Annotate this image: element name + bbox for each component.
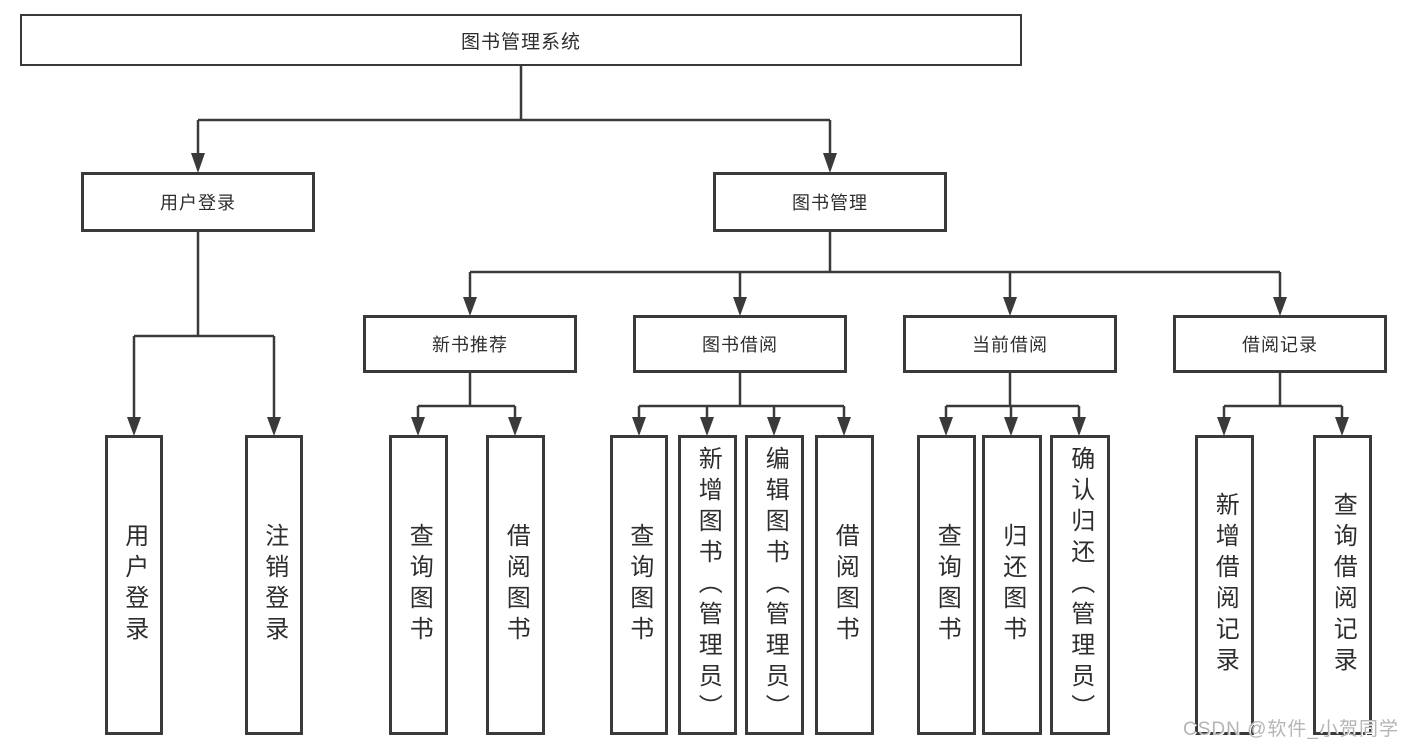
leaf-query-books-current: 查询图书 bbox=[917, 435, 976, 735]
node-current-borrowing: 当前借阅 bbox=[903, 315, 1117, 373]
leaf-add-borrow-record: 新增借阅记录 bbox=[1195, 435, 1254, 735]
leaf-logout: 注销登录 bbox=[245, 435, 303, 735]
leaf-add-books-admin: 新增图书（管理员） bbox=[678, 435, 737, 735]
leaf-borrow-books-recommend: 借阅图书 bbox=[486, 435, 545, 735]
leaf-confirm-return-admin: 确认归还（管理员） bbox=[1050, 435, 1110, 735]
node-library-management-system: 图书管理系统 bbox=[20, 14, 1022, 66]
leaf-borrow-books-borrowing: 借阅图书 bbox=[815, 435, 874, 735]
node-new-book-recommendation: 新书推荐 bbox=[363, 315, 577, 373]
leaf-query-borrow-record: 查询借阅记录 bbox=[1313, 435, 1372, 735]
node-book-management-branch: 图书管理 bbox=[713, 172, 947, 232]
leaf-user-login: 用户登录 bbox=[105, 435, 163, 735]
csdn-watermark: CSDN @软件_小贺同学 bbox=[1183, 719, 1399, 740]
node-book-borrowing: 图书借阅 bbox=[633, 315, 847, 373]
node-user-login-branch: 用户登录 bbox=[81, 172, 315, 232]
leaf-query-books-borrowing: 查询图书 bbox=[610, 435, 668, 735]
leaf-query-books-recommend: 查询图书 bbox=[389, 435, 448, 735]
node-borrowing-records: 借阅记录 bbox=[1173, 315, 1387, 373]
leaf-return-books: 归还图书 bbox=[982, 435, 1042, 735]
leaf-edit-books-admin: 编辑图书（管理员） bbox=[745, 435, 804, 735]
